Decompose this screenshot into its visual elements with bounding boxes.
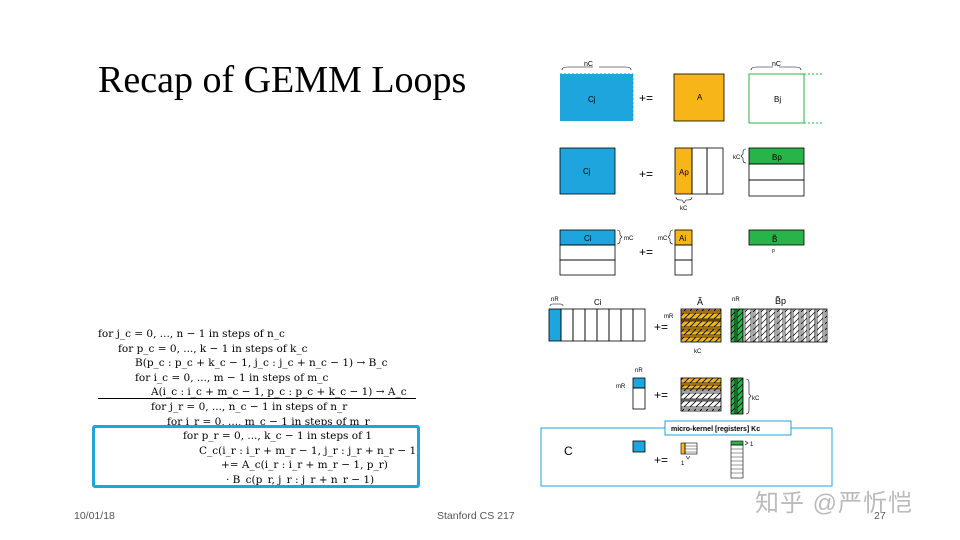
a-micro-row5 [680, 377, 722, 390]
c-label-row1: Cj [588, 95, 596, 104]
row6-microkernel: micro-kernel [registers] Kc C += 1 1 [540, 420, 833, 487]
c-strip-row4-blue [548, 308, 562, 342]
c-label-row4: Ci [594, 298, 602, 307]
b-register-row [730, 440, 744, 446]
a-register-col [680, 442, 686, 455]
mc-label-a-row3: mC [658, 236, 668, 242]
code-line-2: for p_c = 0, ..., k − 1 in steps of k_c [118, 342, 308, 355]
c-register-block [632, 440, 646, 453]
nr-label-b-row4: nR [732, 297, 740, 303]
footer-date: 10/01/18 [74, 510, 115, 522]
a-label-row3: Ai [679, 234, 686, 243]
slide-title: Recap of GEMM Loops [98, 59, 467, 101]
b-panel-row2 [748, 147, 805, 165]
kc-label-row5: kC [752, 396, 760, 402]
nr-label-row5: nR [635, 368, 643, 374]
footer-course: Stanford CS 217 [437, 510, 515, 522]
code-line-4: for i_c = 0, ..., m − 1 in steps of m_c [135, 371, 329, 384]
b-sub-row3: p [772, 248, 775, 254]
microkernel-frame [540, 427, 833, 487]
packed-b-green [730, 308, 744, 343]
packed-a-label: Ã [697, 297, 703, 307]
a-block-row3 [674, 229, 693, 246]
code-line-9: C_c(i_r : i_r + m_r − 1, j_r : j_r + n_r… [199, 444, 421, 457]
microkernel-highlight-box [92, 425, 420, 488]
mr-label-row4: mR [664, 314, 674, 320]
code-line-10: += A_c(i_r : i_r + m_r − 1, p_r) [221, 459, 388, 472]
one-label-a: 1 [681, 461, 685, 467]
mr-label-row5: mR [616, 384, 626, 390]
op-row1: += [639, 91, 653, 105]
code-line-1: for j_c = 0, ..., n − 1 in steps of n_c [98, 328, 285, 340]
a-block-row1 [673, 73, 725, 122]
gemm-pseudocode: for j_c = 0, ..., n − 1 in steps of n_c … [98, 327, 420, 488]
nr-label-row4: nR [551, 297, 559, 303]
c-micro-row5 [632, 377, 646, 389]
a-panel-row2 [674, 147, 693, 195]
kc-label-row2: kC [680, 206, 688, 212]
kc-label-row4: kC [694, 349, 702, 355]
op-row5: += [654, 388, 668, 402]
one-label-b: 1 [750, 442, 754, 448]
packed-b-label: B̃p [775, 296, 786, 306]
row4-gemm: nR Ci += Ã mR kC nR B̃p [548, 296, 828, 355]
b-label-row3: B̃ [772, 235, 777, 244]
op-row4: += [654, 320, 668, 334]
b-block-row1 [748, 73, 805, 124]
code-line-11: · B_c(p_r, j_r : j_r + n_r − 1) [226, 473, 375, 486]
row3-gemm: Ci mC += Ai mC B̃ p [559, 229, 805, 276]
b-label-row2: Bp [772, 153, 782, 162]
watermark: 知乎 @严忻恺 [755, 490, 914, 517]
kc-side-row2: kC [733, 155, 741, 161]
code-line-5: A(i_c : i_c + m_c − 1, p_c : p_c + k_c −… [151, 386, 407, 399]
mc-label-row3: mC [624, 236, 634, 242]
a-label-row2: Ap [679, 168, 689, 177]
c-block-row2 [559, 147, 616, 195]
row5-gemm: nR mR += kC [616, 368, 760, 415]
code-line-6: for j_r = 0, ..., n_c − 1 in steps of n_… [151, 400, 348, 413]
c-label-row2: Cj [583, 167, 591, 176]
nc-label-b-row1: nC [772, 61, 781, 68]
op-row2: += [639, 167, 653, 181]
microkernel-label: micro-kernel [registers] Kc [671, 426, 760, 433]
code-line-8: for p_r = 0, ..., k_c − 1 in steps of 1 [183, 430, 373, 443]
c-block-row1 [560, 74, 633, 121]
c-label-row6: C [564, 444, 573, 458]
b-label-row1: Bj [774, 95, 781, 104]
microkernel-label-box [664, 420, 792, 436]
row1-gemm: Cj nC += A Bj nC [560, 61, 822, 124]
c-strip-row3 [559, 229, 616, 246]
row2-gemm: Cj += Ap kC Bp kC [559, 147, 805, 212]
b-block-row3 [748, 229, 805, 246]
b-micro-row5 [730, 377, 744, 415]
code-line-3: B(p_c : p_c + k_c − 1, j_c : j_c + n_c −… [135, 357, 388, 370]
page-number: 27 [874, 510, 886, 522]
op-row3: += [639, 245, 653, 259]
nc-label-row1: nC [584, 61, 593, 68]
op-row6: += [654, 453, 668, 467]
code-divider [98, 398, 416, 399]
c-label-row3: Ci [584, 234, 592, 243]
code-line-7: for i_r = 0, ..., m_c − 1 in steps of m_… [167, 415, 370, 428]
packed-b-rest [742, 308, 828, 343]
packed-a-block [680, 308, 722, 343]
a-label-row1: A [697, 93, 703, 102]
